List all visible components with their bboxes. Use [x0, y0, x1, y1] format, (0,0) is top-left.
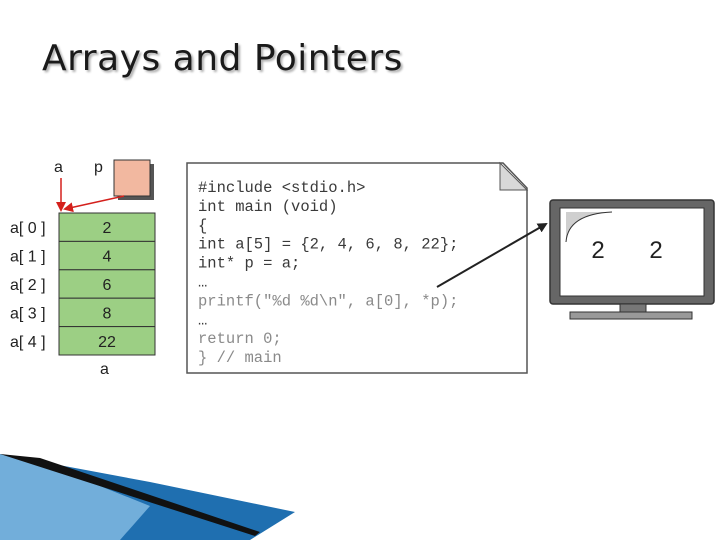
array-cell-value: 4 — [103, 249, 112, 266]
code-line: int* p = a; — [198, 255, 300, 273]
array-cell-value: 22 — [98, 334, 116, 351]
array-index-label: a[ 2 ] — [10, 277, 46, 294]
array-name-top: a — [54, 159, 63, 176]
code-line: … — [198, 274, 207, 292]
pointer-arrow — [65, 196, 124, 209]
code-line: printf("%d %d\n", a[0], *p); — [198, 292, 458, 310]
monitor-stand — [570, 312, 692, 319]
code-line: return 0; — [198, 330, 282, 348]
pointer-name: p — [94, 159, 103, 176]
code-sheet-fold — [500, 163, 527, 190]
array-cell-value: 2 — [103, 220, 112, 237]
array-index-label: a[ 0 ] — [10, 220, 46, 237]
array-index-label: a[ 3 ] — [10, 305, 46, 322]
array-cell-value: 6 — [103, 277, 112, 294]
code-line: … — [198, 311, 207, 329]
code-line: #include <stdio.h> — [198, 179, 365, 197]
output-value-1: 2 — [591, 237, 604, 264]
monitor-screen — [560, 208, 704, 296]
array-cells: 2 a[ 0 ] 4 a[ 1 ] 6 a[ 2 ] 8 a[ 3 ] 22 a[ 4 ] — [10, 213, 155, 355]
monitor-neck — [620, 304, 646, 312]
pointer-box — [114, 160, 150, 196]
code-line: int main (void) — [198, 198, 338, 216]
output-value-2: 2 — [649, 237, 662, 264]
array-index-label: a[ 4 ] — [10, 334, 46, 351]
accent-band-light — [0, 454, 150, 540]
code-line: int a[5] = {2, 4, 6, 8, 22}; — [198, 236, 458, 254]
array-index-label: a[ 1 ] — [10, 249, 46, 266]
array-name-bottom: a — [100, 361, 109, 378]
code-line: { — [198, 217, 207, 235]
array-cell-value: 8 — [103, 305, 112, 322]
code-line: } // main — [198, 349, 282, 367]
